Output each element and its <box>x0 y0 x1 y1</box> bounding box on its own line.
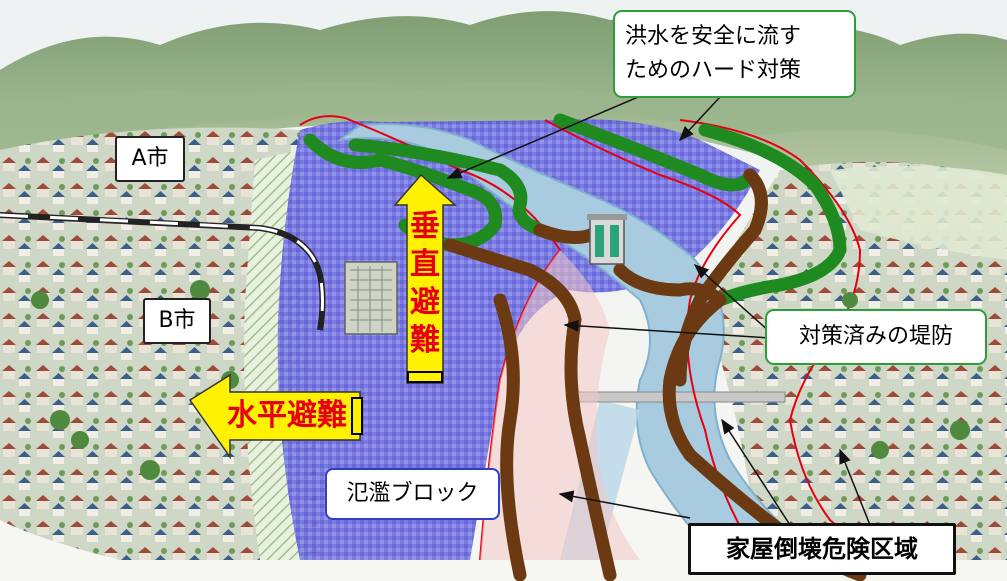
vertical-char-2: 直 <box>410 247 440 282</box>
mountain-ridge-shade <box>0 81 1007 150</box>
hard-measures-line-1: 洪水を安全に流す <box>625 24 802 49</box>
vertical-char-4: 難 <box>410 323 440 358</box>
bridge <box>574 391 786 403</box>
hard-measures-line-2: ためのハード対策 <box>625 58 802 83</box>
leader-collapse-2 <box>839 448 871 526</box>
levee-improved-2 <box>348 138 547 237</box>
paddy-fields <box>830 166 1007 260</box>
vertical-char-1: 垂 <box>410 209 440 244</box>
leader-flood-block <box>558 490 691 519</box>
trees <box>31 280 970 480</box>
vertical-arrow-end-bars <box>407 371 443 383</box>
leader-levee-1 <box>563 319 771 339</box>
city-a-label: A市 <box>115 136 185 182</box>
collapse-danger-zone-callout: 家屋倒壊危険区域 <box>688 523 956 575</box>
railway-dash <box>0 213 324 331</box>
levee-improved-4 <box>698 123 847 307</box>
flood-block-callout: 氾濫ブロック <box>325 468 500 520</box>
vertical-evacuation-label: 垂 直 避 難 <box>408 208 442 360</box>
leader-collapse-1 <box>721 418 791 526</box>
horizontal-arrow-end-bars <box>351 397 363 435</box>
levee-unimproved-5 <box>493 293 527 581</box>
hard-measures-callout: 洪水を安全に流す ためのハード対策 <box>613 10 856 98</box>
horizontal-evacuation-label: 水平避難 <box>227 398 347 433</box>
vertical-char-3: 避 <box>410 285 440 320</box>
leader-levee-2 <box>693 264 771 333</box>
completed-levee-callout: 対策済みの堤防 <box>765 309 987 365</box>
flood-gate <box>587 214 627 265</box>
tall-building <box>344 261 398 335</box>
city-b-label: B市 <box>143 298 211 344</box>
leader-hard-measures-2 <box>678 96 721 142</box>
levee-improved-3 <box>553 113 757 192</box>
leader-hard-measures-1 <box>446 91 651 179</box>
